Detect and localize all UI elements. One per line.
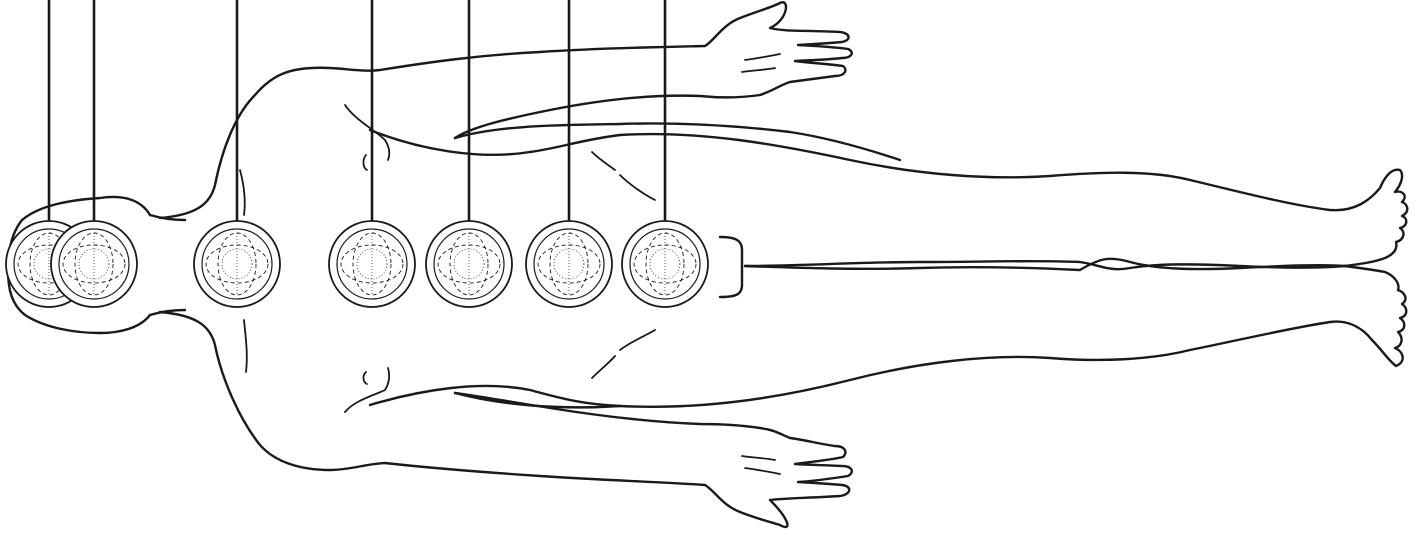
hip-crease-bottom xyxy=(591,329,656,379)
orb-inner-ring xyxy=(201,228,273,300)
top-palm-lines xyxy=(741,53,781,73)
orb-core xyxy=(221,248,253,280)
chakra-orb-2 xyxy=(50,220,138,308)
bottom-palm-lines xyxy=(741,455,781,475)
bottom-leg-outer xyxy=(368,264,1408,408)
neck-line-bottom xyxy=(243,319,248,373)
bottom-hand xyxy=(453,391,853,529)
chakra-orb-7 xyxy=(621,220,709,308)
hip-crease-top xyxy=(591,151,656,201)
orb-core xyxy=(356,248,388,280)
right-shoulder-crease xyxy=(344,367,391,413)
orb-core xyxy=(78,248,110,280)
top-arm-inner xyxy=(453,122,902,162)
orb-core xyxy=(553,248,585,280)
orb-inner-ring xyxy=(629,228,701,300)
orb-inner-ring xyxy=(433,228,505,300)
nipple-bottom xyxy=(362,371,368,385)
chakra-orbs xyxy=(5,220,709,308)
orb-inner-ring xyxy=(336,228,408,300)
lower-body-contour xyxy=(158,310,782,527)
top-hand xyxy=(453,1,853,140)
bottom-leg-inner xyxy=(743,257,1347,272)
upper-body-contour xyxy=(158,1,782,220)
chakra-orb-3 xyxy=(193,220,281,308)
suspension-cords xyxy=(47,0,667,221)
body-outline xyxy=(6,1,1409,529)
pelvic-bracket xyxy=(718,235,744,299)
neck-line-top xyxy=(239,169,246,216)
orb-core xyxy=(453,248,485,280)
orb-inner-ring xyxy=(58,228,130,300)
top-leg-outer xyxy=(368,128,1409,268)
orb-inner-ring xyxy=(533,228,605,300)
nipple-top xyxy=(362,154,368,171)
chakra-orb-5 xyxy=(425,220,513,308)
bottom-arm-inner xyxy=(453,391,622,409)
chakra-orb-6 xyxy=(525,220,613,308)
left-shoulder-crease xyxy=(344,104,391,161)
chakra-orb-4 xyxy=(328,220,416,308)
orb-core xyxy=(649,248,681,280)
